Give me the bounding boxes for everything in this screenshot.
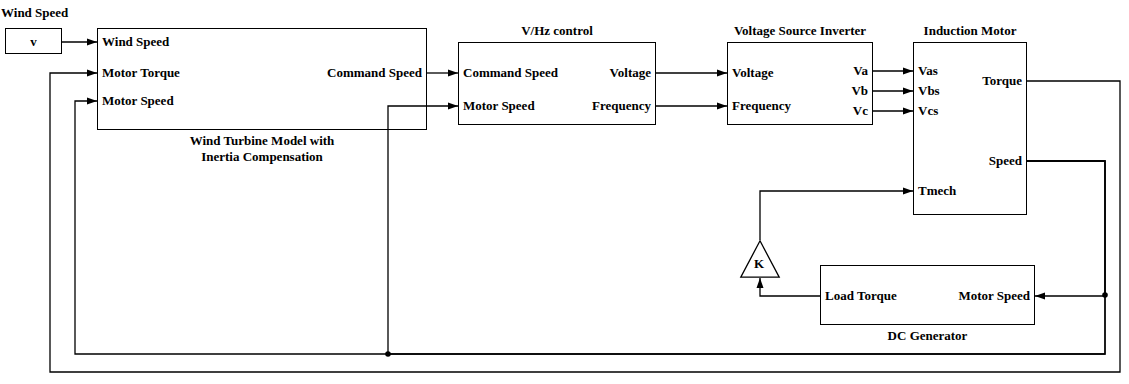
port-label: Motor Speed [958,288,1030,304]
port-label: Wind Speed [102,34,169,50]
block-title: DC Generator [888,328,968,344]
signal-arrow [656,72,727,73]
motor-block: Induction MotorVasTorqueVbsVcsSpeedTmech [913,42,1027,215]
vhz-control-block: V/Hz controlCommand SpeedVoltageMotor Sp… [458,42,656,125]
signal-arrow [760,278,820,296]
port-label: Vc [853,103,868,119]
port-label: Motor Torque [102,65,180,81]
block-title: Wind Speed [1,5,68,21]
port-label: Motor Speed [102,93,174,109]
port-label: Tmech [918,183,956,199]
generator-block: Load TorqueMotor SpeedDC Generator [820,265,1035,325]
port-label: Va [853,63,868,79]
signal-arrow [656,105,727,106]
port-label: Frequency [732,98,791,114]
port-label: Torque [982,73,1022,89]
signal-arrow [873,110,913,111]
block-symbol: K [754,256,764,272]
block-title: Induction Motor [924,23,1017,39]
signal-arrow [1027,161,1105,296]
port-label: Speed [989,153,1022,169]
wind-turbine-block: Wind SpeedMotor Torque Command SpeedMotor… [97,28,427,130]
port-label: Vb [851,83,868,99]
gain-triangle: K [740,240,780,278]
port-label: Command Speed [327,65,422,81]
block-title: Wind Turbine Model with Inertia Compensa… [175,133,350,165]
signal-arrow [62,41,97,42]
signal-arrow [873,70,913,71]
port-label: Vbs [918,83,940,99]
signal-arrow [388,106,1105,354]
input-box: Wind Speedv [5,28,62,54]
block-symbol: v [30,34,37,50]
signal-arrow [75,101,1105,354]
signal-arrow [760,191,913,240]
port-label: Frequency [592,98,651,114]
port-label: Voltage [610,65,651,81]
block-title: Voltage Source Inverter [734,23,866,39]
port-label: Motor Speed [463,98,535,114]
signal-arrow [427,72,458,73]
signal-arrow [50,73,1120,372]
port-label: Command Speed [463,65,558,81]
port-label: Vcs [918,103,938,119]
signal-arrow [873,90,913,91]
inverter-block: Voltage Source InverterVoltageVaVbFreque… [727,42,873,125]
block-title: V/Hz control [521,23,593,39]
port-label: Voltage [732,65,773,81]
port-label: Vas [918,63,938,79]
port-label: Load Torque [825,288,897,304]
